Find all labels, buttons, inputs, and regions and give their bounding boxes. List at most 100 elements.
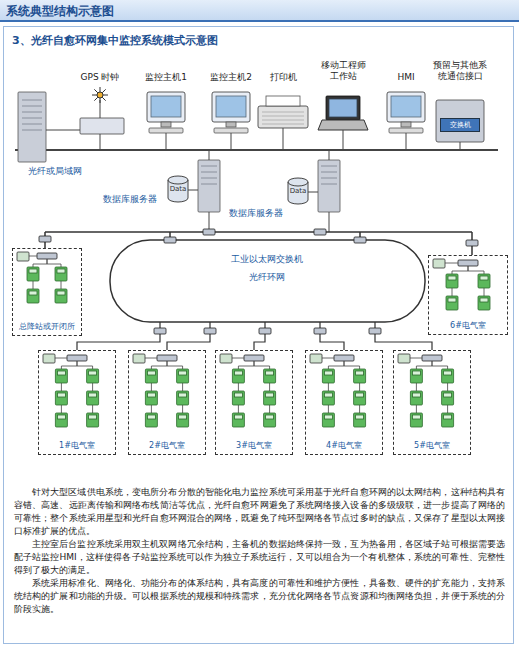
tower-slot: [22, 106, 42, 107]
station-link: [322, 358, 334, 359]
station-pc: [398, 354, 410, 363]
monitor-screen: [216, 96, 246, 117]
relay-unit: [55, 391, 67, 405]
station-bus: [254, 361, 255, 366]
relay-display: [89, 393, 97, 397]
monitor-screen: [151, 96, 181, 117]
station-equipment: [398, 354, 454, 427]
relay-unit: [27, 289, 39, 303]
data-label: Data: [287, 187, 309, 195]
relay-display: [147, 393, 155, 397]
relay-display: [89, 415, 97, 419]
relay-display: [57, 269, 65, 273]
ethernet-switch: [259, 328, 271, 334]
laptop-screen: [326, 96, 360, 120]
drop-line: [283, 128, 284, 150]
station-equipment: [220, 354, 276, 427]
station-bus: [254, 361, 255, 366]
station-link: [145, 358, 157, 359]
keyboard: [214, 128, 248, 133]
switch-label: 工业以太网交换机: [217, 254, 317, 265]
ethernet-switch: [314, 229, 326, 235]
keyboard: [149, 128, 183, 133]
gps-receiver: [80, 118, 124, 134]
station-bus: [416, 366, 432, 367]
relay-display: [234, 415, 242, 419]
server-uplink: [329, 212, 330, 232]
relay-unit: [55, 289, 67, 303]
substation-box: 2#电气室: [128, 350, 206, 455]
relay-display: [324, 393, 332, 397]
relay-unit: [177, 391, 189, 405]
relay-unit: [232, 391, 244, 405]
ring-drop: [375, 322, 432, 350]
station-bus: [344, 361, 345, 366]
node-label: 5#电气室: [413, 440, 451, 451]
station-bus: [33, 264, 47, 265]
relay-unit: [478, 274, 490, 288]
relay-display: [412, 415, 420, 419]
gps-signal: [102, 89, 106, 93]
station-switch: [67, 355, 87, 361]
station-bus: [167, 361, 168, 366]
station-switch: [157, 355, 177, 361]
station-bus: [167, 366, 183, 367]
station-bus: [77, 361, 78, 366]
relay-display: [324, 415, 332, 419]
ring-drop: [320, 322, 344, 350]
node-label: 1#电气室: [58, 440, 96, 451]
gps-signal: [94, 97, 98, 101]
ethernet-switch: [154, 328, 166, 334]
db-link: [308, 192, 318, 193]
gps-signal: [100, 87, 101, 92]
tower-slot: [201, 178, 217, 179]
station-bus: [432, 361, 433, 366]
relay-display: [89, 371, 97, 375]
relay-display: [179, 393, 187, 397]
relay-unit: [87, 391, 99, 405]
station-bus: [452, 271, 468, 272]
relay-display: [444, 415, 452, 419]
monitor-stand: [401, 122, 411, 127]
fiber-ring: [110, 240, 425, 322]
station-bus: [238, 366, 254, 367]
relay-unit: [410, 391, 422, 405]
relay-display: [412, 371, 420, 375]
relay-unit: [232, 413, 244, 427]
relay-display: [266, 393, 274, 397]
drop-line: [209, 150, 210, 160]
ethernet-switch: [466, 240, 478, 246]
printer-slot: [262, 120, 304, 121]
station-bus: [344, 366, 360, 367]
db-server: [318, 160, 340, 212]
tower-slot: [22, 100, 42, 101]
relay-unit: [446, 296, 458, 310]
station-bus: [254, 366, 270, 367]
relay-unit: [322, 369, 334, 383]
station-switch: [422, 355, 442, 361]
drop-line: [460, 142, 461, 150]
relay-unit: [442, 369, 454, 383]
page-frame: [3, 26, 514, 644]
relay-unit: [442, 391, 454, 405]
tower-slot: [22, 118, 42, 119]
device-label: 监控主机1: [139, 72, 193, 83]
relay-display: [324, 371, 332, 375]
station-bus: [328, 366, 344, 367]
tower-slot: [22, 124, 42, 125]
relay-unit: [177, 369, 189, 383]
relay-display: [57, 393, 65, 397]
station-bus: [167, 361, 168, 366]
tower-slot: [321, 166, 337, 167]
gps-signal: [100, 98, 101, 103]
tower-slot: [201, 166, 217, 167]
database-cylinder: [168, 176, 188, 202]
relay-display: [29, 269, 37, 273]
drop-line: [343, 130, 344, 150]
tower-slot: [321, 172, 337, 173]
relay-unit: [446, 274, 458, 288]
station-link: [410, 358, 422, 359]
station-bus: [47, 259, 48, 264]
relay-display: [266, 371, 274, 375]
